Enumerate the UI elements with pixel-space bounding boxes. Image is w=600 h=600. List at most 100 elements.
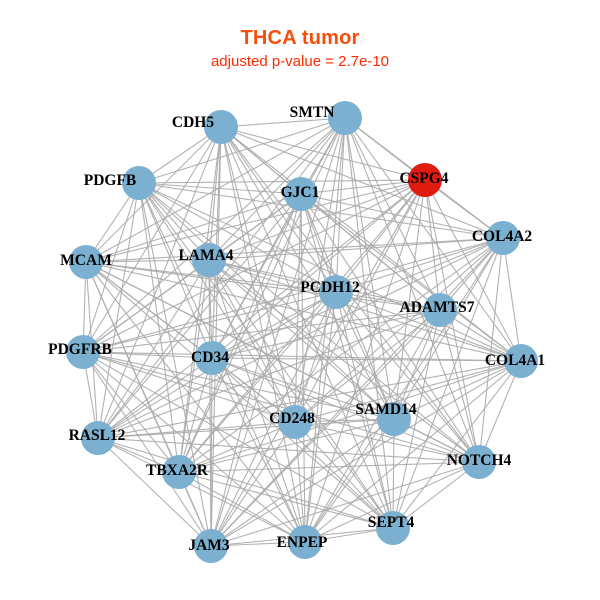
graph-edge xyxy=(392,309,441,529)
graph-edge xyxy=(85,117,346,263)
graph-edge xyxy=(178,471,394,529)
graph-edge xyxy=(82,179,426,353)
graph-edge xyxy=(97,182,140,439)
graph-edge xyxy=(294,193,302,423)
graph-edge xyxy=(294,421,306,543)
graph-edge xyxy=(82,351,180,473)
graph-edge xyxy=(178,461,480,473)
graph-edge xyxy=(97,179,426,439)
graph-edge xyxy=(82,351,296,423)
graph-edge xyxy=(85,193,302,263)
graph-edge xyxy=(211,357,480,463)
graph-edge xyxy=(138,182,395,420)
graph-edge xyxy=(294,237,504,423)
graph-node-enpep[interactable] xyxy=(288,525,322,559)
graph-edge xyxy=(82,351,480,463)
graph-edge xyxy=(300,179,426,195)
graph-edge xyxy=(211,357,522,362)
graph-edge xyxy=(138,182,210,261)
graph-edge xyxy=(392,461,480,529)
graph-node-pdgfrb[interactable] xyxy=(66,335,100,369)
graph-edge xyxy=(211,357,306,543)
graph-edge xyxy=(335,179,426,293)
graph-edge xyxy=(82,117,346,353)
graph-edge xyxy=(97,259,210,439)
graph-edge xyxy=(478,360,522,463)
graph-edge xyxy=(208,259,394,529)
graph-edge xyxy=(210,117,346,547)
graph-node-sept4[interactable] xyxy=(376,511,410,545)
graph-edge xyxy=(294,360,522,423)
graph-edge xyxy=(210,357,213,547)
graph-edge xyxy=(335,237,504,293)
graph-edge xyxy=(97,437,480,463)
graph-node-mcam[interactable] xyxy=(69,245,103,279)
graph-edge xyxy=(138,117,346,184)
graph-edge xyxy=(97,360,522,439)
graph-edge xyxy=(304,237,504,543)
graph-node-col4a1[interactable] xyxy=(504,344,538,378)
graph-edge xyxy=(82,351,212,547)
graph-edge xyxy=(97,193,302,439)
graph-edge xyxy=(393,309,441,420)
graph-edge xyxy=(210,193,302,547)
graph-edge xyxy=(335,117,346,293)
graph-edge xyxy=(211,291,337,359)
graph-edge xyxy=(178,357,213,473)
graph-edge xyxy=(300,193,306,543)
graph-edge xyxy=(82,309,441,353)
graph-edge xyxy=(304,117,346,543)
graph-node-smtn[interactable] xyxy=(328,101,362,135)
graph-edge xyxy=(82,351,213,359)
graph-node-jam3[interactable] xyxy=(194,529,228,563)
graph-node-cd248[interactable] xyxy=(278,405,312,439)
graph-edge xyxy=(178,126,222,473)
graph-node-cspg4[interactable] xyxy=(408,163,442,197)
graph-node-tbxa2r[interactable] xyxy=(162,455,196,489)
graph-edge xyxy=(138,182,302,195)
graph-node-cdh5[interactable] xyxy=(204,110,238,144)
graph-edge xyxy=(300,193,480,463)
page-title: THCA tumor xyxy=(240,27,360,49)
graph-edge xyxy=(138,182,522,362)
graph-node-col4a2[interactable] xyxy=(486,221,520,255)
graph-edge xyxy=(85,179,426,263)
graph-edge xyxy=(304,179,426,543)
graph-edge xyxy=(393,237,504,420)
graph-node-notch4[interactable] xyxy=(462,445,496,479)
graph-node-lama4[interactable] xyxy=(192,243,226,277)
graph-node-pcdh12[interactable] xyxy=(319,275,353,309)
graph-edge xyxy=(210,309,441,547)
graph-edge xyxy=(85,261,441,311)
graph-edge xyxy=(138,182,213,359)
graph-node-gjc1[interactable] xyxy=(284,177,318,211)
graph-edge xyxy=(82,351,394,529)
graph-node-pdgfb[interactable] xyxy=(122,166,156,200)
graph-edge xyxy=(344,117,395,420)
graph-edge xyxy=(300,193,394,529)
graph-edge xyxy=(82,259,210,353)
graph-node-cd34[interactable] xyxy=(195,341,229,375)
graph-node-samd14[interactable] xyxy=(377,402,411,436)
graph-node-adamts7[interactable] xyxy=(423,293,457,327)
graph-edge xyxy=(304,418,395,543)
graph-edge xyxy=(85,259,210,263)
page-subtitle: adjusted p-value = 2.7e-10 xyxy=(210,53,390,70)
graph-edge xyxy=(210,461,480,547)
graph-node-rasl12[interactable] xyxy=(81,421,115,455)
graph-edge xyxy=(138,182,296,423)
graph-edge xyxy=(178,418,395,473)
graph-edge xyxy=(211,357,394,529)
graph-edge xyxy=(85,237,504,263)
graph-edge xyxy=(208,237,504,261)
graph-edge xyxy=(178,291,337,473)
graph-edge xyxy=(294,421,480,463)
graph-edge xyxy=(208,259,212,547)
graph-edge xyxy=(97,437,394,529)
graph-edge xyxy=(392,360,522,529)
graph-edge xyxy=(210,360,522,547)
graph-edge xyxy=(82,351,395,420)
graph-edge xyxy=(335,291,480,463)
graph-edge xyxy=(97,437,212,547)
graph-edge xyxy=(392,237,504,529)
